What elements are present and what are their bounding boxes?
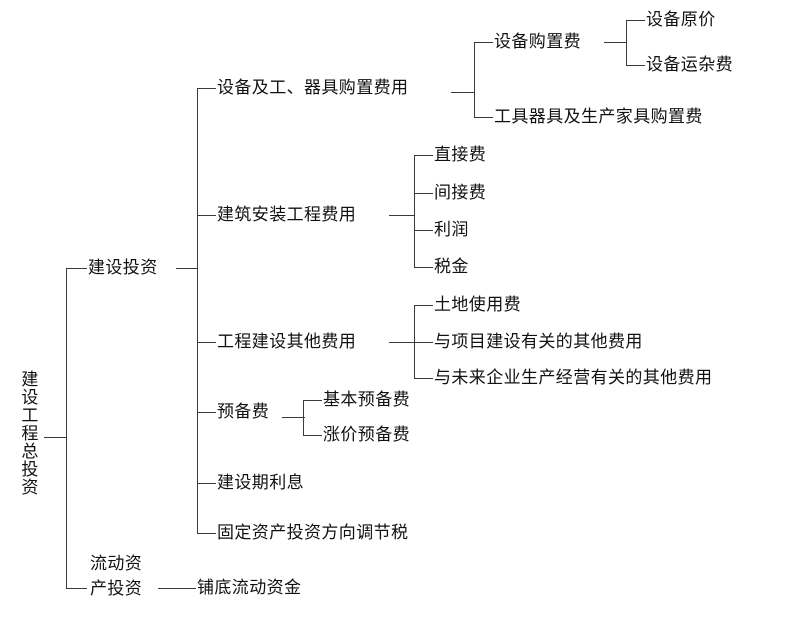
connector-equipment-stub-tools	[474, 117, 493, 118]
connector-level1-stub-construction	[66, 268, 87, 269]
connector-other-stub-future-related	[414, 378, 433, 379]
connector-level2-stub-equipment	[197, 88, 216, 89]
connector-install-stub-direct	[414, 155, 433, 156]
connector-level2-stub-reserve	[197, 412, 216, 413]
root-node-label: 建设工程总投资	[18, 370, 38, 496]
connector-equipment-purchase-stem	[604, 42, 627, 43]
connector-other-stub-land	[414, 305, 433, 306]
connector-install-stem	[389, 215, 415, 216]
connector-install-stub-tax	[414, 267, 433, 268]
node-price-increase-reserve-cost: 涨价预备费	[323, 425, 410, 444]
node-construction-period-interest: 建设期利息	[217, 473, 304, 492]
connector-equipment-bracket	[474, 42, 475, 117]
node-indirect-cost: 间接费	[434, 183, 487, 202]
node-working-capital-investment-line2: 产投资	[90, 578, 143, 598]
node-equipment-freight-misc-cost: 设备运杂费	[646, 55, 733, 74]
connector-root-stem	[44, 437, 67, 438]
node-other-project-construction-cost: 工程建设其他费用	[217, 332, 357, 351]
connector-reserve-stem	[282, 417, 305, 418]
node-reserve-cost: 预备费	[217, 402, 270, 421]
node-direct-cost: 直接费	[434, 145, 487, 164]
node-working-capital-investment: 流动资 产投资	[90, 552, 142, 601]
connector-reserve-bracket	[303, 400, 304, 435]
connector-working-capital-stem	[158, 588, 196, 589]
connector-equipment-purchase-stub-freight	[626, 65, 645, 66]
connector-level2-stub-install	[197, 215, 216, 216]
connector-install-stub-indirect	[414, 193, 433, 194]
node-equipment-purchase-cost: 设备购置费	[494, 32, 581, 51]
connector-reserve-stub-basic	[303, 400, 322, 401]
connector-install-stub-profit	[414, 230, 433, 231]
connector-level2-stub-interest	[197, 483, 216, 484]
node-base-working-capital: 铺底流动资金	[197, 578, 302, 597]
connector-install-bracket	[414, 155, 415, 267]
connector-level2-bracket	[197, 88, 198, 533]
connector-equipment-stub-purchase	[474, 42, 493, 43]
node-profit: 利润	[434, 220, 469, 239]
connector-level1-stub-working-capital	[66, 588, 87, 589]
connector-level1-bracket	[66, 268, 67, 588]
node-future-operation-related-other-cost: 与未来企业生产经营有关的其他费用	[434, 368, 713, 387]
connector-construction-stem	[176, 268, 198, 269]
connector-other-stem	[389, 342, 415, 343]
connector-reserve-stub-price	[303, 435, 322, 436]
connector-other-bracket	[414, 305, 415, 378]
node-equipment-original-price: 设备原价	[646, 10, 716, 29]
node-tools-furniture-purchase-cost: 工具器具及生产家具购置费	[494, 107, 703, 126]
node-tax: 税金	[434, 257, 469, 276]
node-land-use-cost: 土地使用费	[434, 295, 521, 314]
node-working-capital-investment-line1: 流动资	[90, 554, 143, 573]
node-construction-installation-cost: 建筑安装工程费用	[217, 205, 357, 224]
connector-equipment-stem	[451, 92, 475, 93]
node-construction-investment: 建设投资	[88, 258, 158, 277]
connector-equipment-purchase-bracket	[626, 20, 627, 65]
connector-equipment-purchase-stub-original	[626, 20, 645, 21]
connector-other-stub-project-related	[414, 342, 433, 343]
node-project-related-other-cost: 与项目建设有关的其他费用	[434, 332, 643, 351]
node-fixed-asset-investment-direction-tax: 固定资产投资方向调节税	[217, 523, 409, 542]
connector-level2-stub-tax	[197, 533, 216, 534]
node-basic-reserve-cost: 基本预备费	[323, 390, 410, 409]
node-equipment-tool-purchase-cost: 设备及工、器具购置费用	[217, 78, 409, 97]
connector-level2-stub-other	[197, 342, 216, 343]
